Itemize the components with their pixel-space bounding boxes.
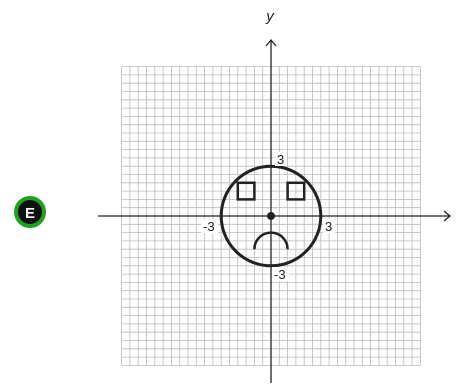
tick-label-x-pos: 3 bbox=[325, 219, 332, 234]
left-eye-square bbox=[236, 181, 256, 201]
answer-choice-badge[interactable]: E bbox=[14, 196, 46, 228]
tick-labels: 3 -3 3 -3 bbox=[201, 152, 335, 282]
y-axis-label: y bbox=[265, 8, 275, 25]
center-dot bbox=[267, 212, 275, 220]
axes: y bbox=[98, 8, 452, 383]
right-eye-square bbox=[286, 181, 306, 201]
tick-label-y-neg: -3 bbox=[274, 267, 286, 282]
y-axis-arrow-icon bbox=[265, 38, 277, 47]
tick-label-bg bbox=[275, 152, 287, 166]
x-axis-arrow-icon bbox=[443, 210, 452, 222]
badge-circle bbox=[14, 196, 46, 228]
tick-label-x-neg: -3 bbox=[203, 219, 215, 234]
badge-letter: E bbox=[25, 205, 35, 222]
mouth-arc bbox=[253, 231, 289, 250]
face-figure bbox=[219, 164, 323, 268]
tick-label-bg bbox=[323, 219, 335, 233]
face-circle bbox=[219, 164, 323, 268]
tick-label-y-pos: 3 bbox=[277, 152, 284, 167]
tick-label-bg bbox=[272, 267, 289, 281]
tick-label-bg bbox=[201, 219, 218, 233]
